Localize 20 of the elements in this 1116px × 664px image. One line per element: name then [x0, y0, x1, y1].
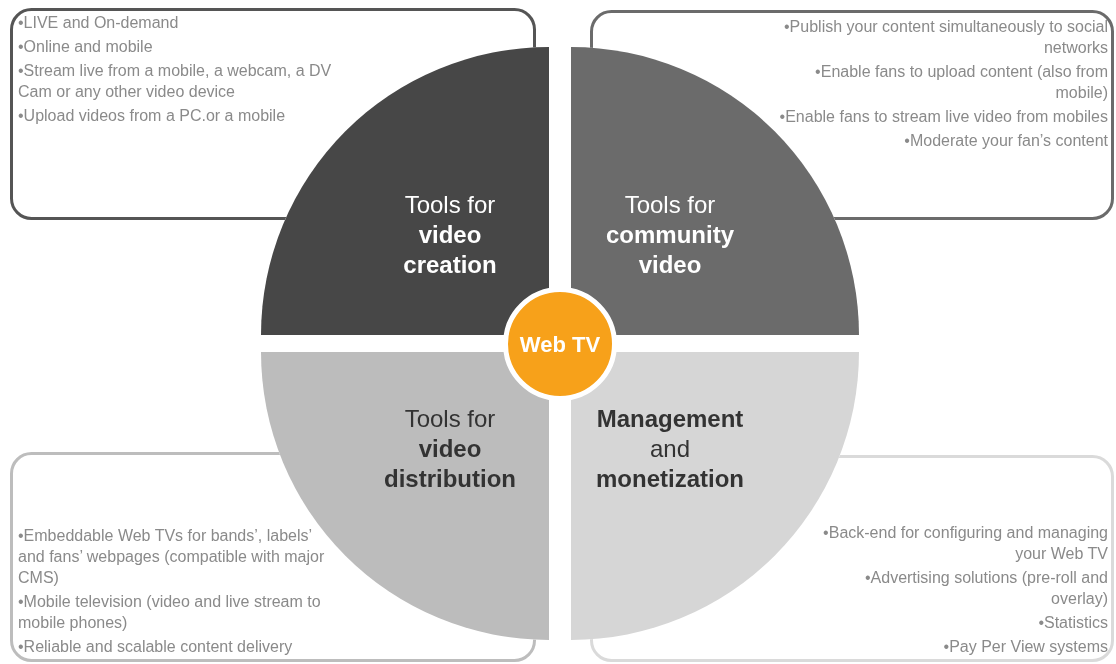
- bullet-text: •Stream live from a mobile, a webcam, a DV Cam or any other video device: [18, 61, 333, 102]
- bullet-text: •Online and mobile: [18, 37, 154, 57]
- bullet-text: •Moderate your fan’s content: [903, 131, 1108, 151]
- bullet-text: •Embeddable Web TVs for bands’, labels’ and fans’ webpages (compatible with major CMS): [18, 526, 326, 588]
- bullet-text: •Upload videos from a PC.or a mobile: [18, 106, 287, 126]
- bullet-text: •Enable fans to upload content (also from mobile): [814, 62, 1108, 103]
- bullet-text: •Reliable and scalable content delivery: [18, 637, 294, 657]
- section-title: Tools for video creation: [402, 190, 498, 280]
- bullet-text: •Publish your content simultaneously to social networks: [783, 17, 1108, 58]
- section-title: Tools for community video: [605, 190, 735, 280]
- bullet-text: •Back-end for configuring and managing your Web TV: [822, 523, 1108, 564]
- section-title: Management and monetization: [595, 404, 745, 494]
- center-title: Web TV: [519, 330, 601, 359]
- section-title: Tools for video distribution: [383, 404, 517, 494]
- bullet-text: •Enable fans to stream live video from mobiles: [778, 107, 1108, 127]
- bullet-text: •Mobile television (video and live stream to mobile phones): [18, 592, 322, 633]
- bullet-text: •Advertising solutions (pre-roll and overlay): [863, 568, 1108, 609]
- bullet-text: •Statistics: [1037, 613, 1108, 633]
- bullet-text: •LIVE and On-demand: [18, 13, 180, 33]
- bullet-text: •Pay Per View systems: [942, 637, 1108, 657]
